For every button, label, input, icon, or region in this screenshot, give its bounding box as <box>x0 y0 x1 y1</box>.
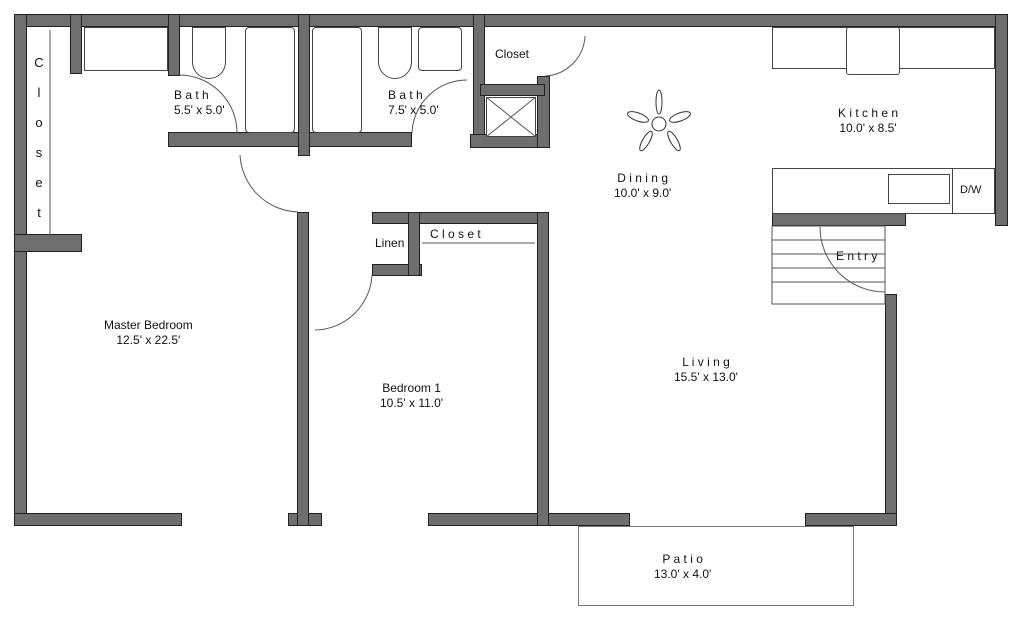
room-dims: 10.5' x 11.0' <box>380 396 444 410</box>
room-name: B a t h <box>174 88 209 102</box>
door-closet-top <box>544 35 586 77</box>
room-dims: 10.0' x 9.0' <box>614 186 672 200</box>
label-dining: D i n i n g 10.0' x 9.0' <box>614 171 671 201</box>
wall-bath-divider <box>298 14 310 156</box>
wall-bottom-3 <box>428 513 630 526</box>
room-name: D i n i n g <box>617 171 668 185</box>
label-closet-bed1: C l o s e t <box>430 227 481 242</box>
room-name: L i v i n g <box>682 355 730 369</box>
label-bedroom-1: Bedroom 1 10.5' x 11.0' <box>380 381 443 411</box>
bathtub-bath-1 <box>245 27 295 133</box>
room-dims: 10.0' x 8.5' <box>839 121 897 135</box>
room-dims: 13.0' x 4.0' <box>654 567 712 581</box>
wall-closet-top-mid <box>480 84 545 96</box>
label-kitchen: K i t c h e n 10.0' x 8.5' <box>838 106 898 136</box>
door-bath-2 <box>411 79 468 134</box>
wall-closet-left-right <box>70 14 82 74</box>
label-bath-1: B a t h 5.5' x 5.0' <box>174 88 225 118</box>
wall-bottom-4 <box>805 513 897 526</box>
dishwasher <box>952 168 995 214</box>
wall-master-right <box>297 212 309 526</box>
label-dishwasher: D/W <box>960 184 981 198</box>
label-entry: E n t r y <box>836 249 877 264</box>
wall-bed1-right <box>537 212 549 526</box>
sink-vanity-left <box>84 27 168 71</box>
label-living: L i v i n g 15.5' x 13.0' <box>674 355 738 385</box>
stove <box>846 27 900 75</box>
room-name: C l o s e t <box>430 227 481 241</box>
wall-bath1-left <box>168 14 180 76</box>
room-name: Linen <box>375 236 405 250</box>
room-name: Master Bedroom <box>104 318 193 332</box>
label-patio: P a t i o 13.0' x 4.0' <box>654 552 711 582</box>
ceiling-fan-icon <box>627 89 691 152</box>
wall-right-upper <box>995 14 1008 226</box>
kitchen-sink <box>888 174 950 204</box>
appliance-name: D/W <box>960 184 982 196</box>
room-name: K i t c h e n <box>838 106 899 120</box>
door-bath-1 <box>179 74 238 134</box>
room-name: C l o s e t <box>34 55 44 220</box>
room-dims: 5.5' x 5.0' <box>174 103 225 117</box>
bathtub-bath-2 <box>312 27 362 133</box>
room-name: Closet <box>495 47 530 61</box>
label-linen: Linen <box>375 236 404 251</box>
door-master-bedroom <box>239 154 299 213</box>
wall-bottom-1 <box>14 513 182 526</box>
door-bedroom-1 <box>314 274 373 331</box>
room-name: P a t i o <box>662 552 703 566</box>
room-name: Bedroom 1 <box>382 381 441 395</box>
toilet-bath-1 <box>192 27 226 79</box>
toilet-bath-2 <box>378 27 412 79</box>
label-closet-left: C l o s e t <box>29 48 49 228</box>
label-master-bedroom: Master Bedroom 12.5' x 22.5' <box>104 318 193 348</box>
sink-vanity-bath-2 <box>418 27 462 71</box>
room-dims: 15.5' x 13.0' <box>674 370 738 384</box>
patio-slab <box>578 526 854 606</box>
wall-linen-divider <box>408 212 420 276</box>
room-dims: 12.5' x 22.5' <box>116 333 181 347</box>
label-closet-top: Closet <box>495 47 529 62</box>
wall-closet-left-bottom <box>14 234 82 252</box>
label-bath-2: B a t h 7.5' x 5.0' <box>388 88 439 118</box>
room-name: E n t r y <box>836 249 878 263</box>
room-dims: 7.5' x 5.0' <box>388 103 439 117</box>
room-name: B a t h <box>388 88 423 102</box>
